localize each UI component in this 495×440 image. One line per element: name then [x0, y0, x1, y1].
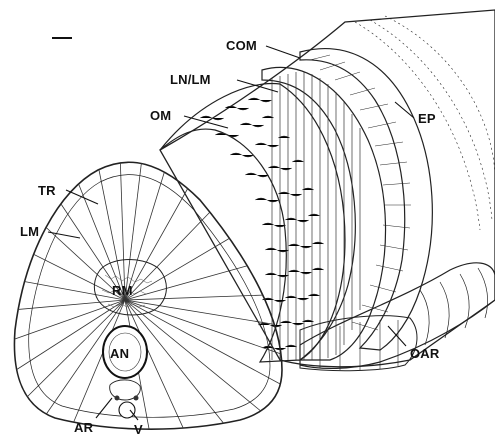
cylinder-body: [160, 10, 495, 367]
label-tr: TR: [38, 183, 56, 198]
label-com: COM: [226, 38, 257, 53]
label-ln-lm: LN/LM: [170, 72, 211, 87]
label-ep: EP: [418, 111, 436, 126]
leader-ep: [395, 102, 414, 118]
label-lm: LM: [20, 224, 39, 239]
leader-com: [266, 46, 300, 58]
label-an: AN: [110, 346, 129, 361]
label-v: V: [134, 422, 143, 437]
leader-lines: [48, 46, 414, 420]
label-rm: RM: [112, 283, 133, 298]
label-om: OM: [150, 108, 171, 123]
oblique-muscle-band: [160, 84, 345, 362]
leader-oar: [388, 326, 406, 346]
label-oar: OAR: [410, 346, 440, 361]
leader-lm: [48, 232, 80, 238]
label-ar: AR: [74, 420, 94, 435]
